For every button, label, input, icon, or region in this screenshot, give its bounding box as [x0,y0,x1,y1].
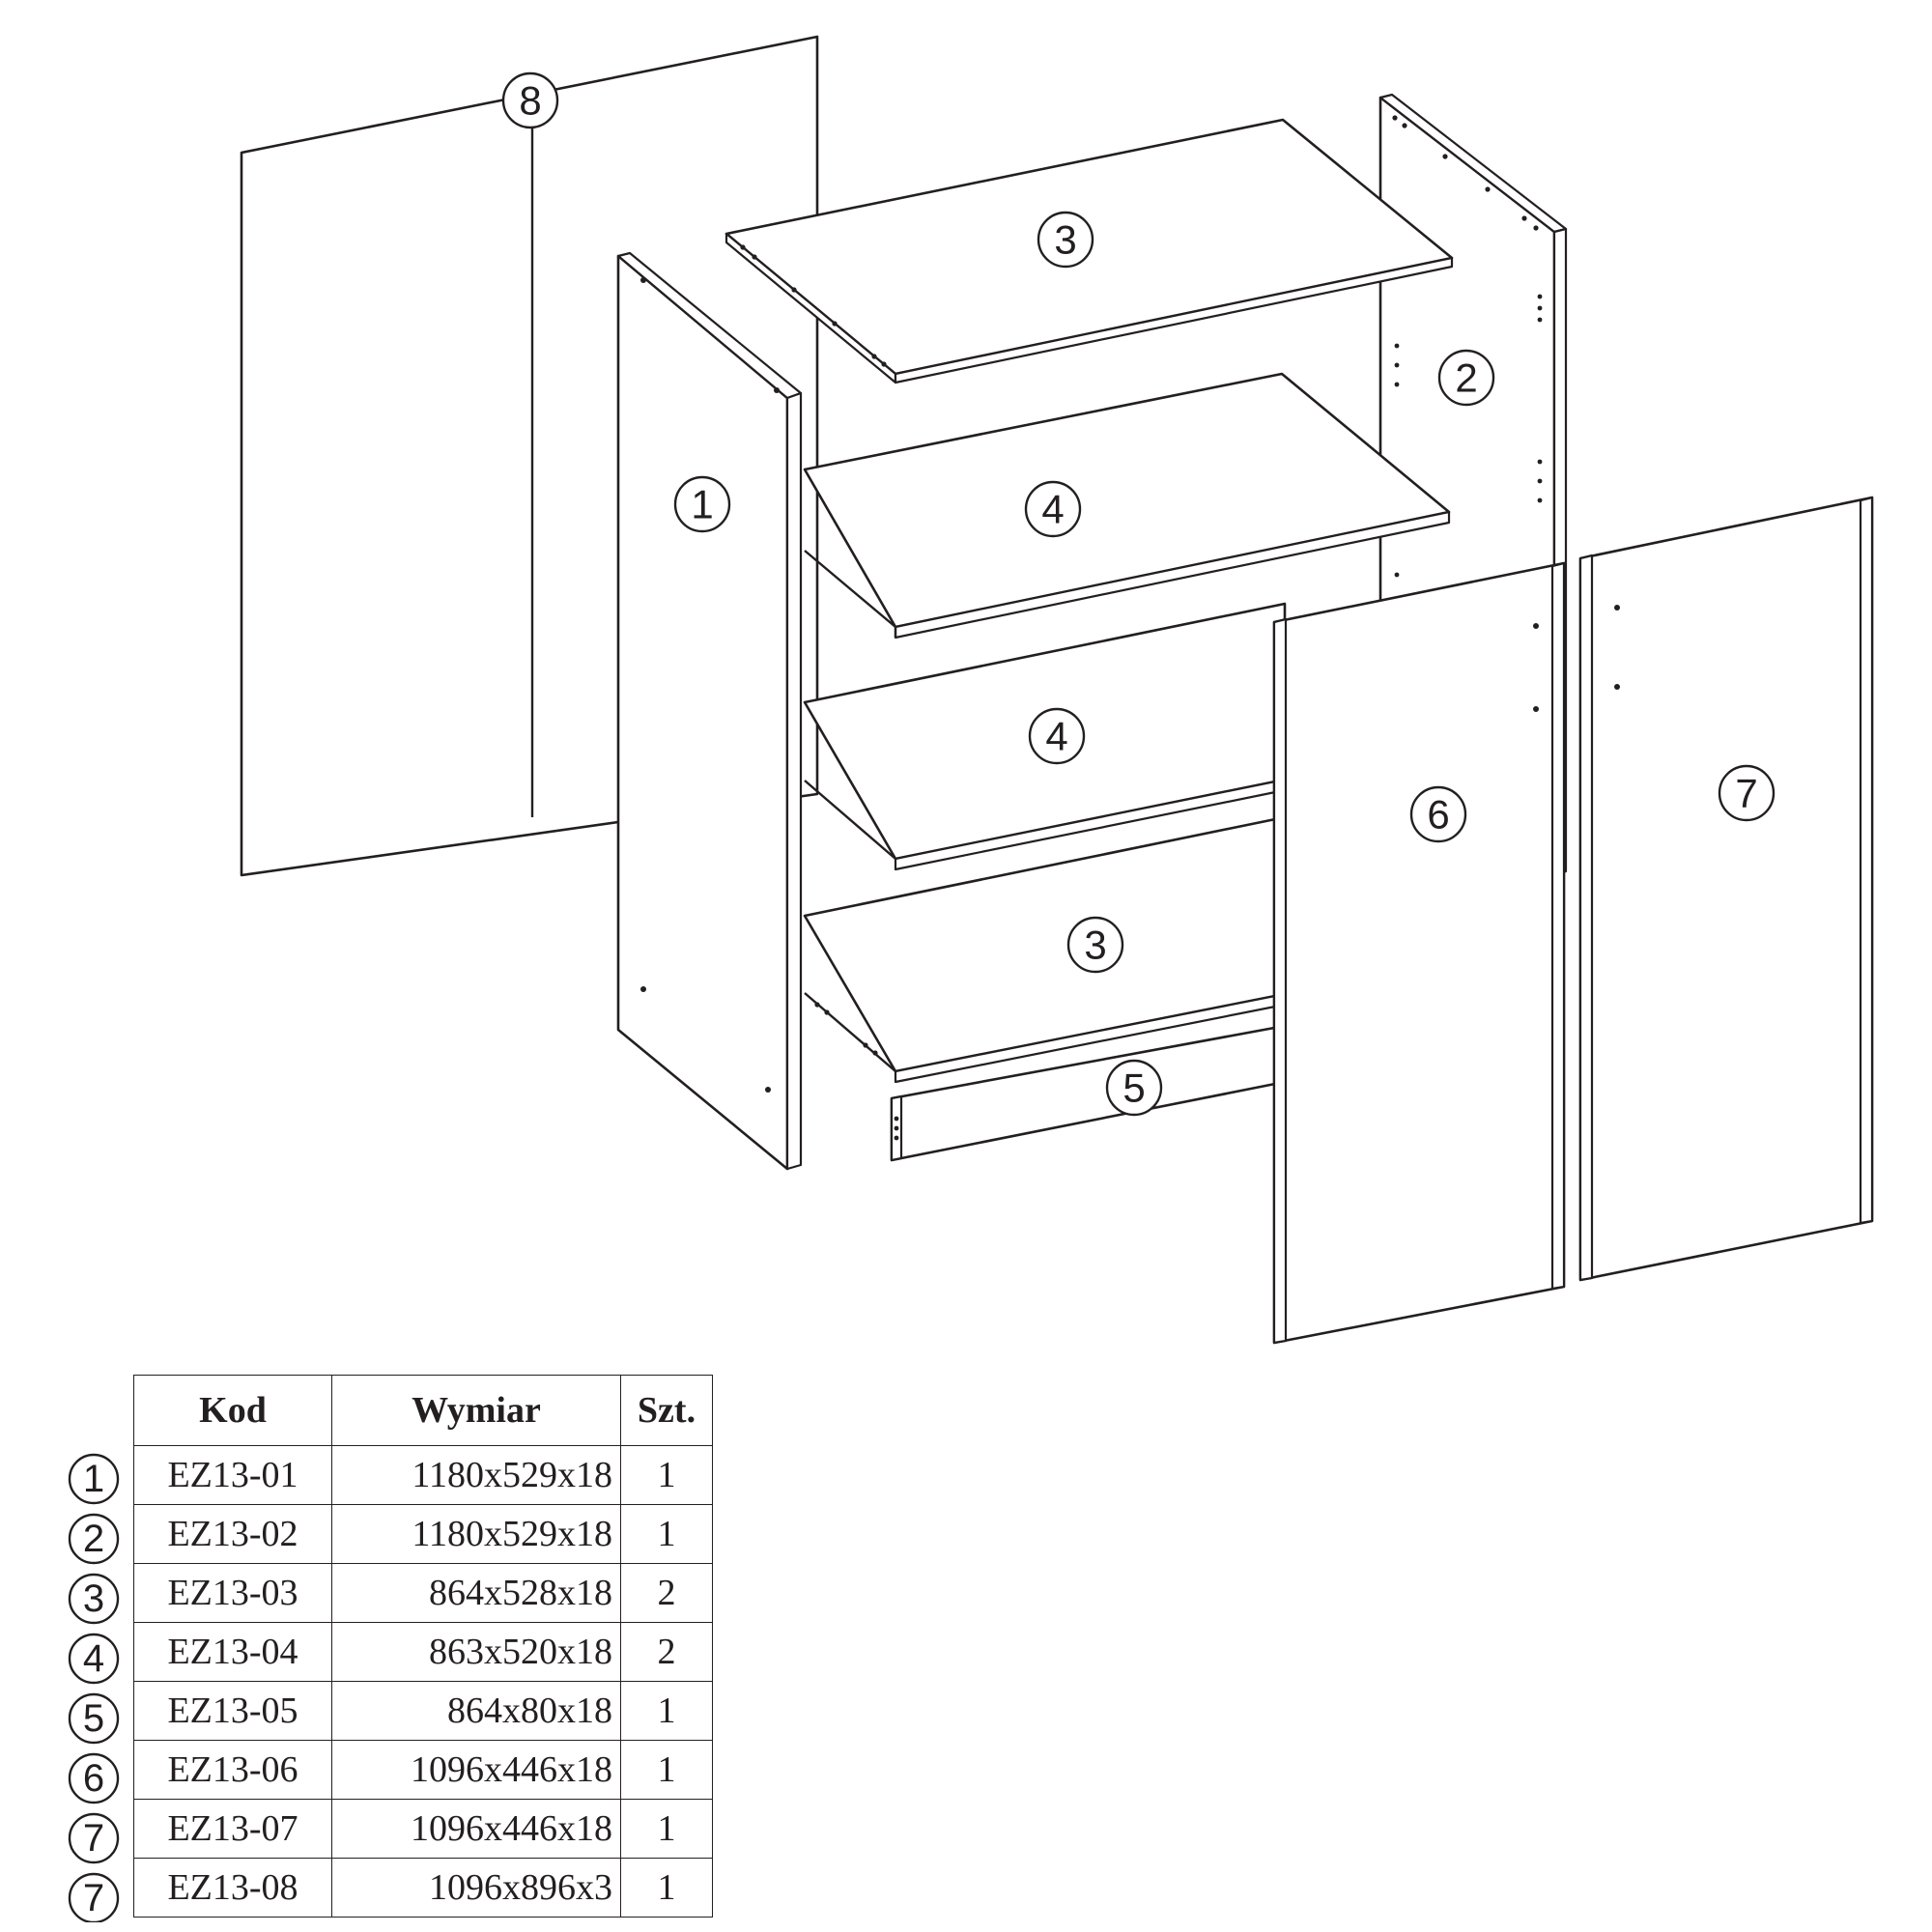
table-row: EZ13-07 1096x446x18 1 [133,1799,713,1859]
cell-szt: 1 [620,1445,713,1505]
callout-3-bottom: 3 [1066,916,1124,974]
callout-5: 5 [1105,1059,1163,1117]
callout-8: 8 [501,71,559,129]
header-wymiar: Wymiar [331,1375,621,1446]
table-row: EZ13-04 863x520x18 2 [133,1622,713,1682]
row-marker-2: 2 [68,1513,120,1565]
cell-kod: EZ13-04 [133,1622,332,1682]
callout-2: 2 [1437,349,1495,407]
svg-text:1: 1 [83,1458,104,1500]
row-marker-5: 5 [68,1692,120,1745]
cell-szt: 2 [620,1563,713,1623]
row-marker-4: 4 [68,1633,120,1685]
callout-1: 1 [673,475,731,533]
cell-szt: 1 [620,1681,713,1741]
row-marker-1: 1 [68,1453,120,1505]
right-door [1578,496,1874,1282]
callout-7: 7 [1718,764,1776,822]
callout-4-lower: 4 [1028,707,1086,765]
parts-list-table: Kod Wymiar Szt. EZ13-01 1180x529x18 1 EZ… [133,1375,713,1918]
cell-kod: EZ13-06 [133,1740,332,1800]
svg-text:5: 5 [1122,1065,1145,1111]
callout-6: 6 [1409,785,1467,843]
cell-wymiar: 1180x529x18 [331,1445,621,1505]
cell-szt: 2 [620,1622,713,1682]
svg-text:2: 2 [1455,355,1477,401]
cell-wymiar: 1096x446x18 [331,1740,621,1800]
cell-kod: EZ13-01 [133,1445,332,1505]
cell-szt: 1 [620,1504,713,1564]
svg-text:3: 3 [1084,923,1106,968]
upper-middle-shelf [803,372,1451,639]
row-markers: 1 2 3 4 5 6 7 7 [68,1453,120,1922]
header-kod: Kod [133,1375,332,1446]
cell-wymiar: 864x80x18 [331,1681,621,1741]
svg-text:7: 7 [83,1877,104,1919]
cell-wymiar: 1096x896x3 [331,1858,621,1918]
cell-szt: 1 [620,1740,713,1800]
left-door [1272,561,1566,1345]
cell-szt: 1 [620,1799,713,1859]
svg-text:3: 3 [83,1577,104,1620]
exploded-assembly-drawing: 8 3 2 1 4 4 3 5 6 7 [240,35,1874,1345]
row-marker-7: 7 [68,1812,120,1864]
cell-wymiar: 1096x446x18 [331,1799,621,1859]
cell-kod: EZ13-07 [133,1799,332,1859]
svg-text:6: 6 [1427,792,1449,838]
cell-kod: EZ13-08 [133,1858,332,1918]
callout-4-upper: 4 [1024,480,1082,538]
svg-text:5: 5 [83,1697,104,1740]
table-row: EZ13-03 864x528x18 2 [133,1563,713,1623]
table-header-row: Kod Wymiar Szt. [133,1375,713,1446]
svg-text:6: 6 [83,1757,104,1800]
cell-szt: 1 [620,1858,713,1918]
row-marker-6: 6 [68,1752,120,1804]
cell-kod: EZ13-03 [133,1563,332,1623]
svg-text:4: 4 [83,1637,104,1680]
svg-text:8: 8 [519,78,541,124]
svg-text:3: 3 [1054,217,1076,263]
row-marker-8: 7 [68,1872,120,1922]
cell-kod: EZ13-05 [133,1681,332,1741]
cell-wymiar: 864x528x18 [331,1563,621,1623]
left-side-panel [616,251,803,1171]
table-row: EZ13-08 1096x896x3 1 [133,1858,713,1918]
table-row: EZ13-05 864x80x18 1 [133,1681,713,1741]
svg-text:4: 4 [1041,487,1064,532]
cell-wymiar: 863x520x18 [331,1622,621,1682]
svg-text:1: 1 [691,482,713,527]
svg-text:7: 7 [83,1817,104,1860]
table-row: EZ13-06 1096x446x18 1 [133,1740,713,1800]
cell-kod: EZ13-02 [133,1504,332,1564]
callout-3-top: 3 [1037,211,1094,269]
table-row: EZ13-01 1180x529x18 1 [133,1445,713,1505]
svg-text:4: 4 [1045,714,1067,759]
table-row: EZ13-02 1180x529x18 1 [133,1504,713,1564]
cell-wymiar: 1180x529x18 [331,1504,621,1564]
svg-text:2: 2 [83,1518,104,1560]
row-marker-3: 3 [68,1573,120,1625]
header-szt: Szt. [620,1375,713,1446]
svg-text:7: 7 [1735,771,1757,816]
